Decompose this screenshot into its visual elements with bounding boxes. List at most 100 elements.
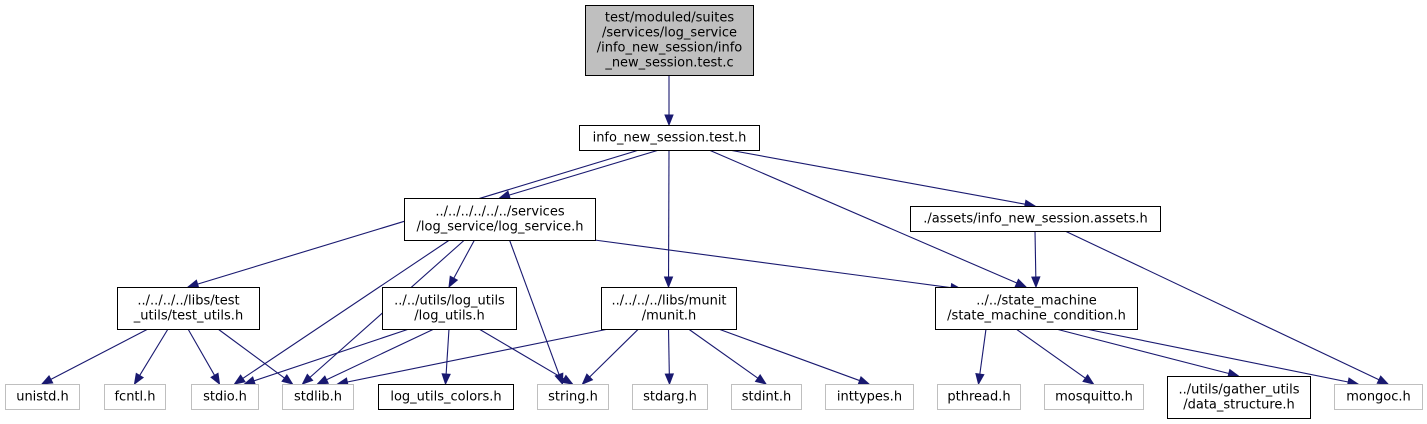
node-label-line: /munit.h bbox=[642, 309, 697, 324]
edge-line bbox=[667, 328, 670, 375]
nodes-layer: test/moduled/suites/services/log_service… bbox=[5, 5, 1423, 419]
edge-line bbox=[728, 149, 1026, 205]
node-label-line: mosquitto.h bbox=[1055, 390, 1133, 405]
arrowhead bbox=[243, 376, 256, 386]
node-box bbox=[1044, 384, 1144, 410]
edge-line bbox=[1055, 328, 1229, 375]
node-test-utils-h[interactable]: ../../../../libs/test_utils/test_utils.h bbox=[117, 287, 260, 330]
arrowhead bbox=[663, 276, 674, 289]
node-label-line: unistd.h bbox=[16, 390, 69, 405]
node-stdio-h: stdio.h bbox=[191, 384, 259, 410]
arrowhead bbox=[857, 375, 871, 385]
edge-line bbox=[253, 328, 410, 382]
edge-line bbox=[708, 149, 1018, 284]
edge-assets_h-to-state_machine_h bbox=[1031, 230, 1041, 289]
node-label-line: stdlib.h bbox=[294, 390, 342, 405]
edge-line bbox=[50, 328, 149, 380]
node-mosquitto-h: mosquitto.h bbox=[1044, 384, 1144, 410]
edge-munit_h-to-inttypes_h bbox=[718, 328, 871, 385]
edge-log_utils_h-to-stdio_h bbox=[243, 328, 410, 386]
edges-layer bbox=[40, 75, 1390, 387]
node-test-h[interactable]: info_new_session.test.h bbox=[579, 125, 760, 151]
node-box bbox=[117, 287, 260, 330]
edge-test_utils_h-to-stdlib_h bbox=[217, 328, 294, 385]
arrowhead bbox=[1376, 375, 1390, 385]
node-box bbox=[282, 384, 354, 410]
node-label-line: mongoc.h bbox=[1346, 390, 1411, 405]
node-label-line: ../../../../libs/munit bbox=[611, 294, 726, 309]
node-label-line: ../../state_machine bbox=[976, 294, 1097, 309]
edge-line bbox=[453, 239, 475, 279]
node-log-utils-colors-h[interactable]: log_utils_colors.h bbox=[378, 384, 514, 410]
node-box bbox=[1167, 376, 1311, 419]
edge-log_service_h-to-log_utils_h bbox=[448, 239, 475, 289]
arrowhead bbox=[281, 373, 294, 385]
arrowhead bbox=[664, 114, 674, 127]
edge-state_machine_h-to-data_structure_h bbox=[1055, 328, 1240, 378]
node-unistd-h: unistd.h bbox=[5, 384, 80, 410]
edge-state_machine_h-to-mosquitto_h bbox=[1015, 328, 1095, 385]
edge-log_utils_h-to-string_h bbox=[478, 328, 574, 385]
node-log-utils-h[interactable]: ../../utils/log_utils/log_utils.h bbox=[382, 287, 517, 330]
node-label-line: /data_structure.h bbox=[1183, 398, 1295, 413]
edge-test_h-to-munit_h bbox=[663, 149, 674, 289]
node-box bbox=[537, 384, 609, 410]
node-label-line: /log_utils.h bbox=[414, 309, 484, 324]
edge-line bbox=[478, 328, 565, 380]
arrowhead bbox=[1014, 278, 1028, 288]
node-munit-h[interactable]: ../../../../libs/munit/munit.h bbox=[601, 287, 737, 330]
edge-log_service_h-to-state_machine_h bbox=[594, 239, 963, 293]
node-root[interactable]: test/moduled/suites/services/log_service… bbox=[585, 5, 754, 76]
arrowhead bbox=[975, 372, 985, 386]
node-label-line: fcntl.h bbox=[114, 390, 155, 405]
node-label-line: /log_service/log_service.h bbox=[417, 220, 584, 235]
node-fcntl-h: fcntl.h bbox=[104, 384, 166, 410]
node-label-line: inttypes.h bbox=[837, 390, 902, 405]
edge-line bbox=[589, 328, 639, 378]
edge-line bbox=[242, 239, 450, 379]
node-box bbox=[1334, 384, 1423, 410]
edge-line bbox=[1085, 328, 1349, 383]
node-data-structure-h[interactable]: ../utils/gather_utils/data_structure.h bbox=[1167, 376, 1311, 419]
edge-line bbox=[688, 328, 759, 379]
arrowhead bbox=[754, 374, 768, 385]
arrowhead bbox=[133, 372, 145, 386]
edge-assets_h-to-mongoc_h bbox=[1064, 230, 1390, 385]
node-box bbox=[825, 384, 914, 410]
arrowhead bbox=[40, 374, 54, 385]
node-box bbox=[935, 287, 1138, 330]
node-label-line: stdio.h bbox=[203, 390, 247, 405]
arrowhead bbox=[448, 275, 459, 289]
arrowhead bbox=[233, 374, 246, 385]
edge-root-to-test_h bbox=[664, 75, 674, 127]
node-stdlib-h: stdlib.h bbox=[282, 384, 354, 410]
node-stdint-h: stdint.h bbox=[731, 384, 802, 410]
edge-line bbox=[1015, 328, 1086, 379]
node-label-line: /state_machine_condition.h bbox=[947, 309, 1126, 324]
arrowhead bbox=[1082, 374, 1095, 385]
node-box bbox=[585, 5, 754, 76]
node-label-line: _utils/test_utils.h bbox=[133, 309, 243, 324]
edge-line bbox=[217, 328, 285, 379]
edge-line bbox=[1034, 230, 1037, 278]
node-log-service-h[interactable]: ../../../../../../services/log_service/l… bbox=[404, 198, 596, 241]
edge-line bbox=[1064, 230, 1380, 381]
node-label-line: pthread.h bbox=[947, 390, 1010, 405]
edge-line bbox=[979, 328, 987, 375]
node-label-line: log_utils_colors.h bbox=[390, 390, 501, 405]
node-mongoc-h: mongoc.h bbox=[1334, 384, 1423, 410]
node-box bbox=[579, 125, 760, 151]
node-state-machine-h[interactable]: ../../state_machine/state_machine_condit… bbox=[935, 287, 1138, 330]
edge-line bbox=[347, 328, 609, 383]
node-label-line: /info_new_session/info bbox=[597, 41, 743, 56]
edge-line bbox=[326, 328, 435, 381]
arrowhead bbox=[561, 374, 574, 385]
node-box bbox=[104, 384, 166, 410]
node-pthread-h: pthread.h bbox=[937, 384, 1021, 410]
node-box bbox=[404, 198, 596, 241]
edge-line bbox=[139, 328, 169, 376]
edge-log_service_h-to-string_h bbox=[508, 239, 564, 386]
node-assets-h[interactable]: ./assets/info_new_session.assets.h bbox=[910, 206, 1161, 232]
node-label-line: ../../utils/log_utils bbox=[394, 294, 505, 309]
